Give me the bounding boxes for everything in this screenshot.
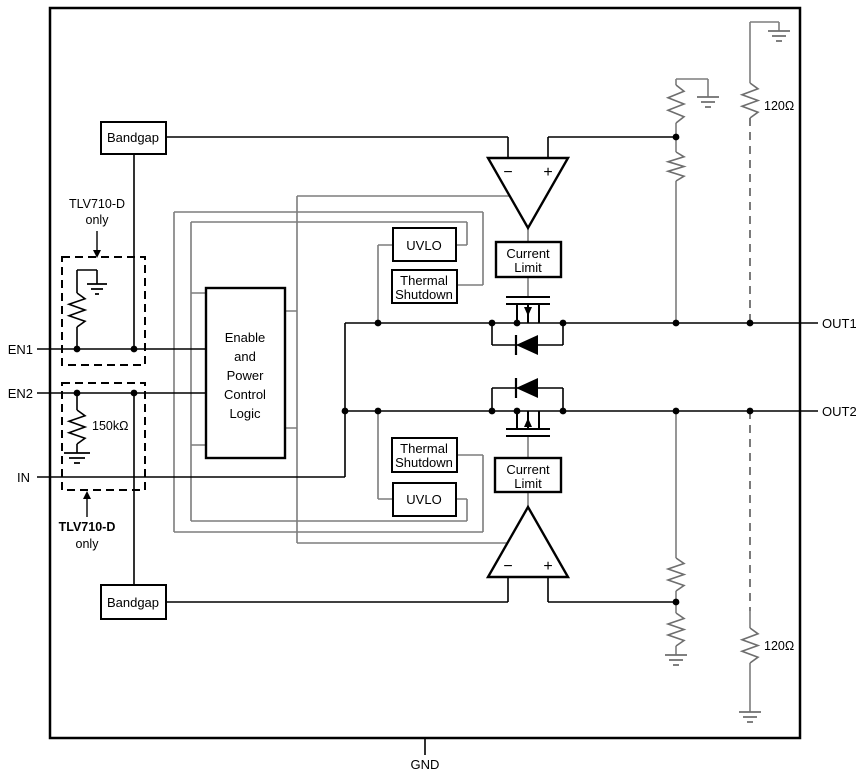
thermal-shutdown-top-label-line2: Shutdown — [395, 287, 453, 302]
device-outline-box — [48, 6, 802, 740]
uvlo-top-box — [392, 227, 457, 262]
signal-wires — [37, 136, 818, 755]
discharge-resistor-bottom — [739, 627, 761, 664]
enable-logic-label-line4: Control — [224, 387, 266, 402]
ground-icons-right — [665, 30, 790, 723]
body-diode-top — [491, 323, 564, 355]
error-amp-bottom — [485, 504, 571, 579]
enable-logic-label-line5: Logic — [229, 406, 261, 421]
amp-top-minus-sign: − — [503, 164, 512, 181]
bandgap-bottom-label: Bandgap — [107, 595, 159, 610]
en1-pulldown-resistor — [66, 292, 88, 328]
tlv710d-note-bottom-line2: only — [76, 537, 100, 551]
thermal-shutdown-top-box — [391, 269, 458, 304]
pin-label-out2: OUT2 — [822, 404, 856, 419]
current-limit-top-box — [494, 240, 563, 279]
amp-bottom-minus-sign: − — [503, 558, 512, 575]
tlv710d-note-top-line2: only — [86, 213, 110, 227]
discharge-resistor-bottom-value: 120Ω — [764, 639, 794, 653]
pin-label-en1: EN1 — [8, 342, 33, 357]
current-limit-bottom-label-line2: Limit — [514, 476, 542, 491]
feedback-bottom-resistor-upper — [665, 557, 687, 592]
uvlo-bottom-label: UVLO — [406, 492, 441, 507]
pass-fet-bottom — [506, 411, 550, 437]
thermal-shutdown-top-label-line1: Thermal — [400, 273, 448, 288]
enable-logic-label-line2: and — [234, 349, 256, 364]
enable-logic-label-line1: Enable — [225, 330, 265, 345]
amp-bottom-plus-sign: + — [543, 558, 552, 575]
tlv710d-note-top-line1: TLV710-D — [69, 197, 125, 211]
current-limit-bottom-label-line1: Current — [506, 462, 550, 477]
error-amp-top — [485, 156, 571, 231]
junction-dots — [73, 133, 754, 606]
enable-power-control-logic-box — [204, 286, 287, 460]
current-limit-top-label-line1: Current — [506, 246, 550, 261]
uvlo-top-label: UVLO — [406, 238, 441, 253]
uvlo-bottom-box — [392, 482, 457, 517]
feedback-top-resistor-lower — [665, 151, 687, 182]
tlv710d-option-box-bottom — [61, 382, 146, 491]
fet-arrow-top — [524, 307, 532, 316]
pass-fet-top — [506, 296, 550, 323]
body-diode-bottom — [491, 378, 564, 411]
feedback-bottom-resistor-lower — [665, 612, 687, 647]
note-arrow-bottom-head — [83, 491, 91, 499]
bandgap-top-label: Bandgap — [107, 130, 159, 145]
divider-resistor-symbols — [665, 82, 761, 664]
en2-pulldown-resistor — [66, 409, 88, 445]
thermal-shutdown-bottom-label-line1: Thermal — [400, 441, 448, 456]
tlv710d-note-bottom-line1: TLV710-D — [59, 520, 116, 534]
bandgap-top-box — [100, 121, 167, 155]
enable-logic-label-line3: Power — [227, 368, 265, 383]
fet-arrow-bottom — [524, 418, 532, 427]
current-limit-top-label-line2: Limit — [514, 260, 542, 275]
bandgap-bottom-box — [100, 584, 167, 620]
pin-label-gnd: GND — [411, 757, 440, 772]
thermal-shutdown-bottom-box — [391, 437, 458, 473]
discharge-resistor-top-value: 120Ω — [764, 99, 794, 113]
resistor-symbols — [66, 292, 88, 445]
current-limit-bottom-box — [493, 456, 563, 494]
pin-label-in: IN — [17, 470, 30, 485]
discharge-resistor-top — [739, 82, 761, 119]
pin-label-out1: OUT1 — [822, 316, 856, 331]
pin-label-en2: EN2 — [8, 386, 33, 401]
thermal-shutdown-bottom-label-line2: Shutdown — [395, 455, 453, 470]
ground-icons — [64, 283, 107, 464]
amp-top-plus-sign: + — [543, 164, 552, 181]
tlv710d-option-box-top — [61, 256, 146, 366]
enable-pulldown-value: 150kΩ — [92, 419, 128, 433]
note-arrow-top-head — [93, 250, 101, 258]
feedback-top-resistor-upper — [665, 84, 687, 124]
routing-wires — [173, 21, 780, 712]
